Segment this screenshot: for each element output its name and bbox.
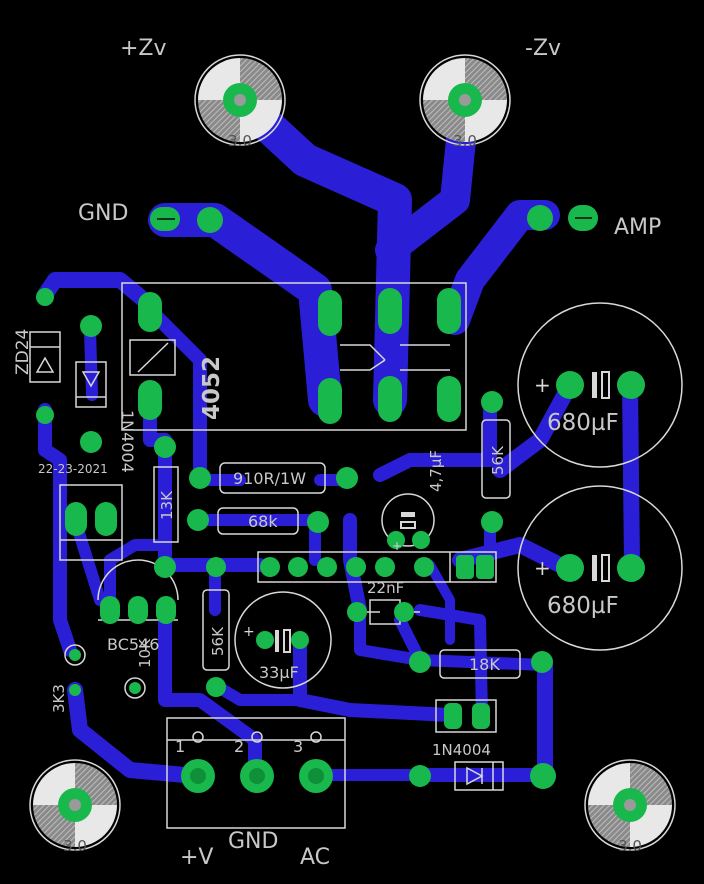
- gnd-top-label: GND: [78, 201, 128, 226]
- mounting-holes: 3.0 3.0 3.0 3.0: [29, 54, 676, 855]
- plus-zv-label: +Zv: [120, 36, 167, 61]
- zd24-label: ZD24: [13, 329, 33, 375]
- date-label: 22-23-2021: [38, 462, 108, 476]
- relay-outline: [121, 282, 467, 431]
- plus-v-label: +V: [180, 845, 213, 870]
- relay-label: 4052: [199, 356, 225, 420]
- svg-text:+: +: [243, 624, 255, 640]
- hole-size-label: 3.0: [618, 837, 642, 855]
- r13k-label: 13K: [158, 490, 176, 520]
- silkscreen: [29, 282, 683, 829]
- r910-label: 910R/1W: [233, 469, 306, 488]
- r56k-left-label: 56K: [209, 626, 227, 656]
- trace-gnd-top: [148, 203, 342, 417]
- c47-label: 4,7µF: [427, 450, 445, 492]
- r68k-label: 68k: [248, 512, 278, 531]
- gnd-bottom-label: GND: [228, 829, 278, 854]
- pin3-label: 3: [293, 737, 303, 756]
- mounting-hole-bottom-right: 3.0: [584, 759, 676, 855]
- pin1-label: 1: [175, 737, 185, 756]
- mounting-hole-top-right: 3.0: [419, 54, 511, 150]
- svg-text:+: +: [534, 556, 551, 580]
- c22n-label: 22nF: [367, 579, 404, 597]
- hole-size-label: 3.0: [63, 837, 87, 855]
- svg-text:+: +: [534, 373, 551, 397]
- c680-bottom-label: 680µF: [547, 593, 619, 619]
- bc546-label: BC546: [107, 635, 159, 654]
- pads: [36, 205, 645, 793]
- svg-text:+: +: [392, 539, 402, 553]
- hole-size-label: 3.0: [228, 132, 252, 150]
- labels: +Zv -Zv GND AMP ZD24 1N4004 4052 22-23-2…: [13, 36, 661, 870]
- r56k-right-label: 56K: [489, 445, 507, 475]
- mounting-hole-top-left: 3.0: [194, 54, 286, 150]
- r18k-label: 18K: [469, 655, 500, 674]
- ac-label: AC: [300, 845, 330, 870]
- pin2-label: 2: [234, 737, 244, 756]
- minus-zv-label: -Zv: [525, 36, 561, 61]
- d2-label: 1N4004: [432, 741, 491, 759]
- r3k3-label: 3K3: [50, 684, 68, 713]
- terminal-block-outline: [166, 717, 346, 829]
- c680-top-label: 680µF: [547, 410, 619, 436]
- trace-amp: [440, 200, 560, 335]
- r10k-label: 10K: [136, 638, 154, 668]
- c33-label: 33µF: [259, 663, 299, 682]
- hole-size-label: 3.0: [453, 132, 477, 150]
- d1-label: 1N4004: [118, 410, 137, 473]
- mounting-hole-bottom-left: 3.0: [29, 759, 121, 855]
- amp-label: AMP: [614, 215, 661, 240]
